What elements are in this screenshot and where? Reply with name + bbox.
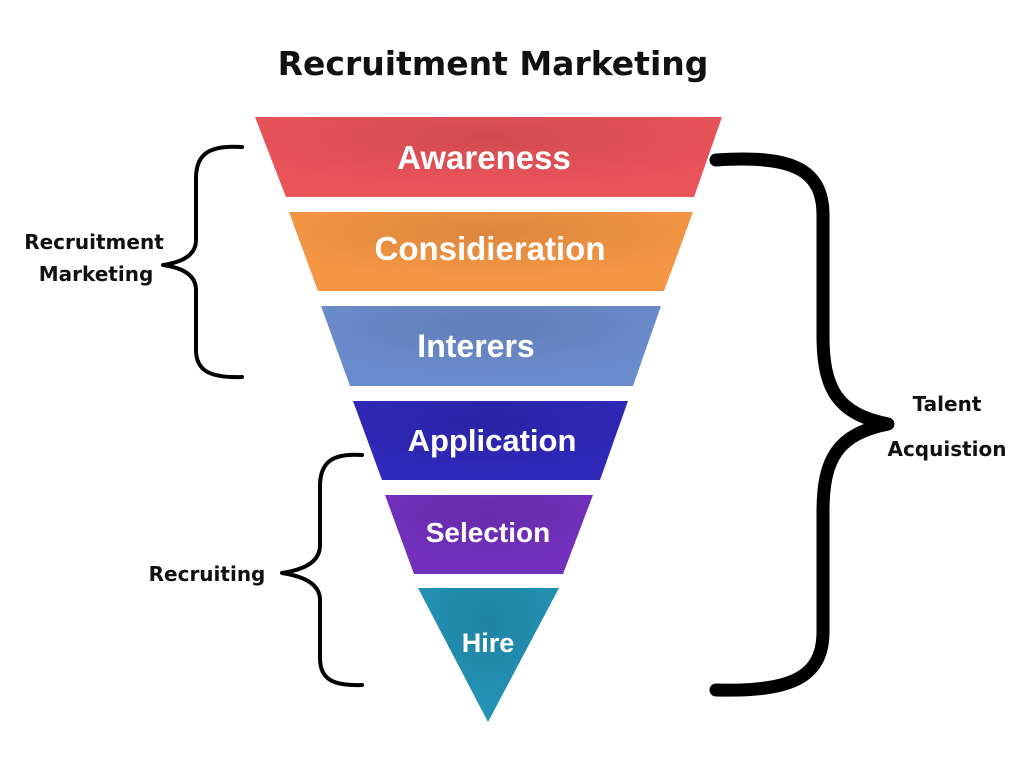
brace-talent-acquisition: [709, 152, 895, 697]
stage-label: Application: [408, 423, 577, 458]
group-label-recruitment-marketing: Marketing: [39, 262, 154, 286]
group-label-talent-acquisition: Acquistion: [887, 437, 1006, 461]
stage-label: Selection: [426, 517, 550, 548]
diagram-title: Recruitment Marketing: [278, 44, 709, 83]
group-recruitment-marketing: Recruitment Marketing: [24, 144, 244, 380]
group-label-recruiting: Recruiting: [149, 562, 266, 586]
stage-label: Interers: [417, 328, 534, 364]
stage-sheen: [385, 495, 593, 574]
stage-sheen: [289, 212, 693, 291]
funnel-stage-hire: Hire: [418, 588, 559, 722]
funnel-stage-selection: Selection: [385, 495, 593, 574]
brace-recruiting: [280, 452, 364, 688]
stage-sheen: [255, 117, 722, 197]
stage-label: Awareness: [397, 139, 571, 176]
funnel-stage-consideration: Considieration: [289, 212, 693, 291]
group-label-recruitment-marketing: Recruitment: [24, 230, 164, 254]
stage-sheen: [321, 306, 661, 386]
group-talent-acquisition: Talent Acquistion: [709, 152, 1007, 697]
stage-label: Hire: [462, 628, 515, 658]
funnel-stage-interest: Interers: [321, 306, 661, 386]
group-recruiting: Recruiting: [149, 452, 364, 688]
group-label-talent-acquisition: Talent: [913, 392, 982, 416]
brace-recruitment-marketing: [161, 144, 244, 380]
stage-sheen: [353, 401, 628, 480]
funnel: Awareness Considieration Interers Applic…: [255, 117, 722, 722]
funnel-stage-awareness: Awareness: [255, 117, 722, 197]
stage-label: Considieration: [374, 230, 605, 267]
stage-sheen: [418, 588, 559, 722]
funnel-stage-application: Application: [353, 401, 628, 480]
